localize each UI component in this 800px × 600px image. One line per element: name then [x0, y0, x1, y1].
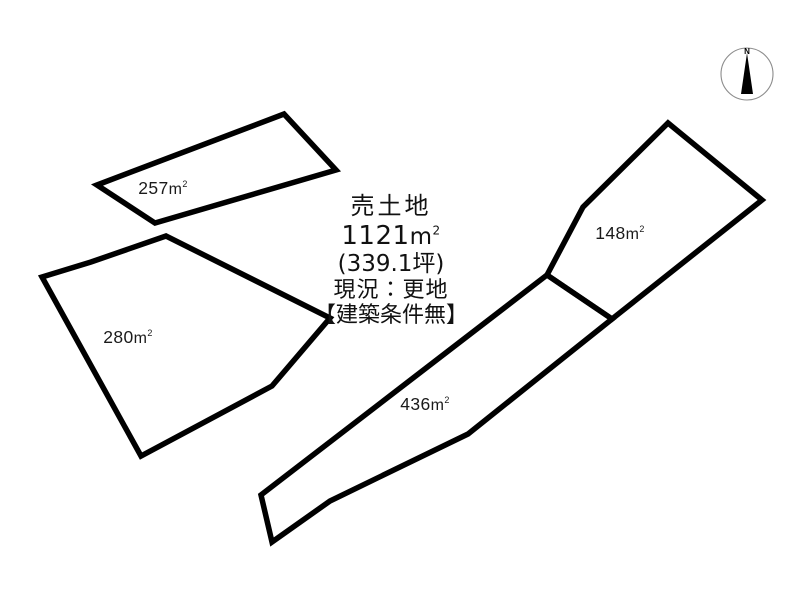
area-value-280: 280 [103, 327, 133, 347]
area-label-436: 436m2 [400, 394, 450, 414]
summary-building-condition: 【建築条件無】 [313, 303, 468, 329]
area-unit-sup-148: 2 [639, 224, 644, 234]
summary-area-unit-sup: 2 [432, 223, 441, 238]
summary-status: 現況：更地 [333, 277, 449, 303]
area-unit-436: m [431, 397, 445, 414]
area-label-280: 280m2 [103, 327, 153, 347]
compass-north-label: N [744, 47, 750, 56]
area-unit-148: m [626, 226, 640, 243]
area-unit-sup-280: 2 [147, 328, 152, 338]
area-unit-257: m [169, 181, 183, 198]
north-arrow-icon [741, 53, 753, 94]
area-value-257: 257 [138, 178, 168, 198]
summary-tsubo: (339.1坪) [337, 250, 445, 277]
parcel-divider-line [545, 272, 614, 322]
area-label-257: 257m2 [138, 178, 188, 198]
area-unit-sup-436: 2 [444, 395, 449, 405]
area-value-148: 148 [595, 223, 625, 243]
parcel-shape-280[interactable] [37, 233, 335, 460]
summary-area-unit: m [409, 223, 433, 250]
property-summary: 売土地 1121m2 (339.1坪) 現況：更地 【建築条件無】 [286, 192, 496, 329]
parcel-shape-148[interactable] [543, 119, 767, 323]
area-label-148: 148m2 [595, 223, 645, 243]
area-unit-sup-257: 2 [182, 179, 187, 189]
compass-rose: N [720, 47, 774, 101]
area-value-436: 436 [400, 394, 430, 414]
summary-total-area: 1121m2 [286, 221, 496, 251]
summary-area-number: 1121 [341, 220, 410, 251]
area-unit-280: m [134, 330, 148, 347]
parcel-shape-257[interactable] [90, 110, 342, 226]
summary-title: 売土地 [350, 192, 432, 220]
